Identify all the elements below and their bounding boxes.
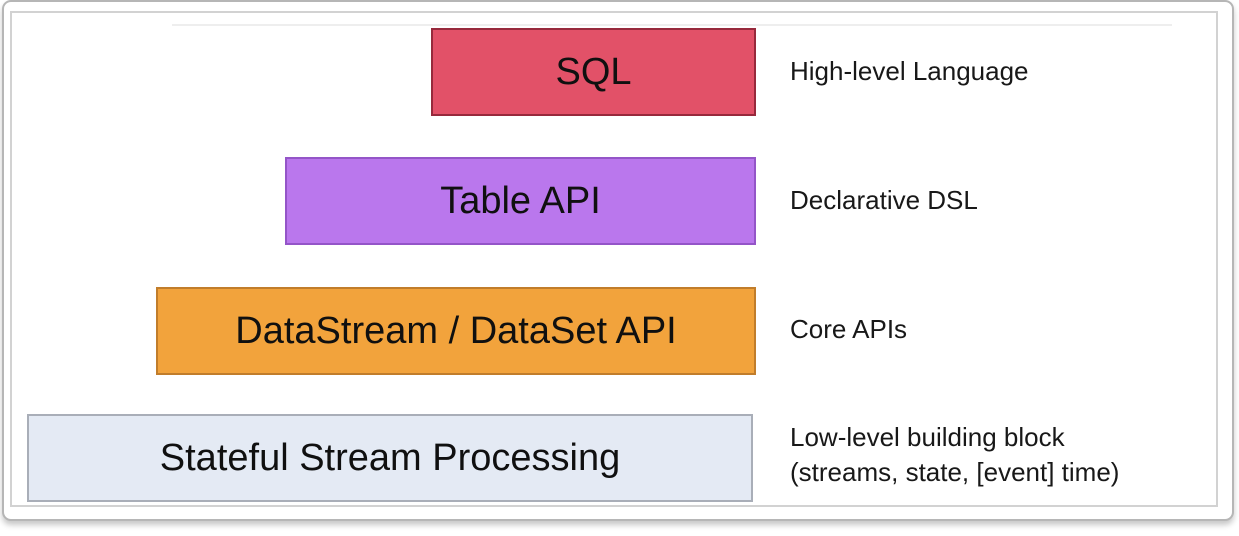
annotation-core-apis: Core APIs xyxy=(790,314,908,344)
layer-box-datastream-dataset-api: DataStream / DataSet API xyxy=(156,287,756,375)
annotation-high-level-language: High-level Language xyxy=(790,56,1029,86)
top-divider-line xyxy=(172,24,1172,26)
layer-label-table-api: Table API xyxy=(440,179,601,222)
layer-box-sql: SQL xyxy=(431,28,756,116)
inner-frame xyxy=(10,11,1218,507)
layer-box-table-api: Table API xyxy=(285,157,756,245)
layer-label-sql: SQL xyxy=(555,50,632,93)
annotation-declarative-dsl: Declarative DSL xyxy=(790,185,978,215)
annotation-low-level-building-block: Low-level building block (streams, state… xyxy=(790,422,1120,487)
layer-label-datastream-dataset-api: DataStream / DataSet API xyxy=(235,309,677,352)
layer-box-stateful-stream-processing: Stateful Stream Processing xyxy=(27,414,753,502)
layer-label-stateful-stream-processing: Stateful Stream Processing xyxy=(159,436,621,479)
